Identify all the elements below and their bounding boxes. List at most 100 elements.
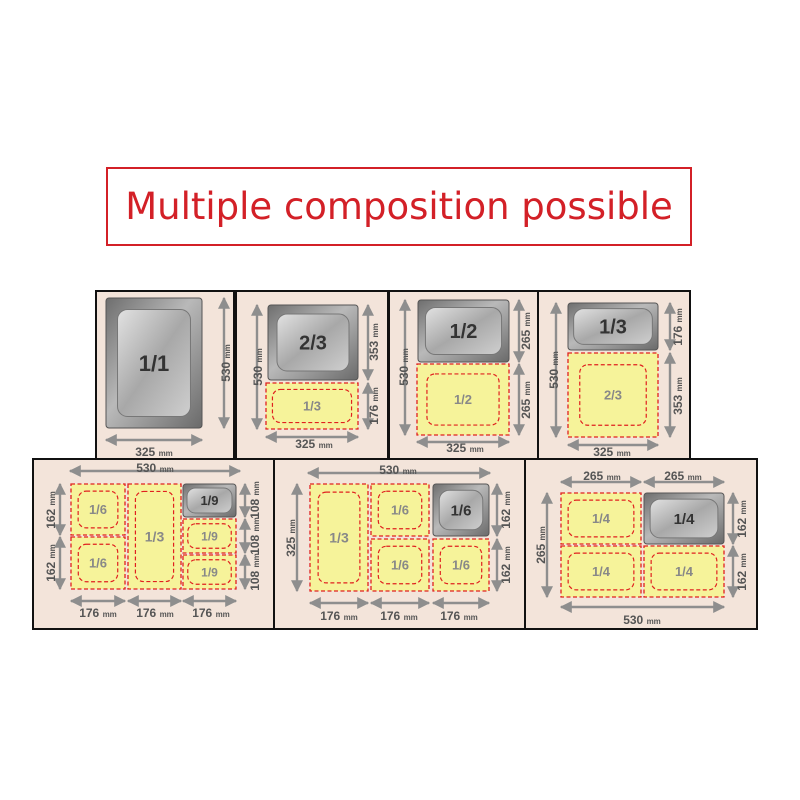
title-text: Multiple composition possible xyxy=(125,185,673,228)
pan-ninths-ninth-bottom-inner xyxy=(187,559,232,585)
dim-sixths-bottom-2: 176 mm xyxy=(380,609,418,623)
pan-sixths-bottom-right-outer xyxy=(432,538,490,592)
dim-ninths-right-3-unit: mm xyxy=(252,553,261,567)
pan-sixths-bottom-mid-outer xyxy=(370,538,430,592)
dim-half-top: 265 mm xyxy=(519,312,533,350)
pan-ninths-sixth-top-outer xyxy=(70,483,126,536)
dim-quarters-top-1-unit: mm xyxy=(607,473,621,482)
dim-full-height-unit: mm xyxy=(223,344,232,358)
dim-third-width-unit: mm xyxy=(617,449,631,458)
pan-full-steel-label: 1/1 xyxy=(139,351,170,376)
dim-sixths-left: 325 mm xyxy=(284,519,298,557)
dim-half-height: 530 mm xyxy=(397,348,411,386)
pan-third-steel: 1/3 xyxy=(567,302,659,351)
dim-half-width: 325 mm xyxy=(446,441,484,455)
pan-ninths-ninth-mid-label: 1/9 xyxy=(201,529,218,543)
dim-ninths-width-unit: mm xyxy=(160,465,174,474)
pan-sixths-bottom-right-label: 1/6 xyxy=(452,558,470,573)
dim-two-thirds-top: 353 mm xyxy=(367,323,381,361)
dim-full-height: 530 mm xyxy=(219,344,233,382)
dim-sixths-right-top-text: 162 mm xyxy=(499,491,513,529)
pan-ninths-ninth-mid: 1/9 xyxy=(182,518,237,554)
dim-quarters-right-bottom-unit: mm xyxy=(739,553,748,567)
dim-two-thirds-width: 325 mm xyxy=(295,437,333,451)
dim-ninths-right-3-text: 108 mm xyxy=(248,553,262,591)
pan-quarters-bottom-right-inner xyxy=(650,552,718,591)
dim-two-thirds-width-text: 325 mm xyxy=(295,437,333,451)
dim-sixths-bottom-1-unit: mm xyxy=(344,613,358,622)
pan-two-thirds-steel-well xyxy=(276,313,350,372)
dim-sixths-right-bottom-text: 162 mm xyxy=(499,546,513,584)
dim-half-width-text: 325 mm xyxy=(446,441,484,455)
dim-third-width-text: 325 mm xyxy=(593,445,631,459)
dim-sixths-bottom-1: 176 mm xyxy=(320,609,358,623)
pan-ninths-ninth-steel-well xyxy=(186,487,233,514)
pan-two-thirds-yellow-outer xyxy=(265,382,359,430)
pan-sixths-bottom-mid-label: 1/6 xyxy=(391,558,409,573)
pan-ninths-ninth-bottom-label: 1/9 xyxy=(201,565,218,579)
pan-sixths-top-mid: 1/6 xyxy=(370,483,430,537)
pan-ninths-sixth-top-label: 1/6 xyxy=(89,502,107,517)
pan-quarters-bottom-right: 1/4 xyxy=(643,545,725,598)
pan-sixths-top-mid-outer xyxy=(370,483,430,537)
pan-ninths-sixth-bottom-label: 1/6 xyxy=(89,556,107,571)
dim-two-thirds-bottom-text: 176 mm xyxy=(367,387,381,425)
dim-ninths-left-top-text: 162 mm xyxy=(44,491,58,529)
pan-sixths-bottom-right: 1/6 xyxy=(432,538,490,592)
dim-quarters-left-unit: mm xyxy=(538,526,547,540)
pan-sixths-third-outer xyxy=(309,483,369,592)
dim-sixths-right-top-unit: mm xyxy=(503,491,512,505)
pan-quarters-bottom-left-inner xyxy=(567,552,635,591)
dim-sixths-bottom-2-unit: mm xyxy=(404,613,418,622)
dim-quarters-left: 265 mm xyxy=(534,526,548,564)
pan-two-thirds-steel: 2/3 xyxy=(267,304,359,381)
dim-half-top-text: 265 mm xyxy=(519,312,533,350)
dim-ninths-bottom-1-unit: mm xyxy=(103,610,117,619)
dim-third-bottom-unit: mm xyxy=(675,377,684,391)
dim-full-width-text: 325 mm xyxy=(135,445,173,459)
pan-ninths-sixth-top-inner xyxy=(77,490,119,529)
pan-ninths-ninth-steel: 1/9 xyxy=(182,483,237,518)
pan-quarters-top-left-outer xyxy=(560,492,642,545)
dim-ninths-right-3: 108 mm xyxy=(248,553,262,591)
pan-quarters-steel: 1/4 xyxy=(643,492,725,545)
dim-full-width: 325 mm xyxy=(135,445,173,459)
pan-half-yellow-label: 1/2 xyxy=(454,392,472,407)
dim-half-bottom-text: 265 mm xyxy=(519,381,533,419)
dim-two-thirds-width-unit: mm xyxy=(319,441,333,450)
pan-ninths-sixth-bottom-outer xyxy=(70,536,126,590)
dim-ninths-right-1-unit: mm xyxy=(252,481,261,495)
pan-quarters-bottom-right-label: 1/4 xyxy=(675,564,694,579)
dim-quarters-right-top-unit: mm xyxy=(739,500,748,514)
dim-two-thirds-height: 530 mm xyxy=(251,348,265,386)
pan-ninths-ninth-mid-inner xyxy=(187,523,232,549)
dim-half-bottom-unit: mm xyxy=(523,381,532,395)
pan-ninths-sixth-bottom-inner xyxy=(77,543,119,583)
pan-quarters-bottom-left: 1/4 xyxy=(560,545,642,598)
pan-full-steel-well xyxy=(117,309,191,417)
pan-third-steel-label: 1/3 xyxy=(599,317,627,339)
pan-sixths-bottom-right-inner xyxy=(439,545,483,585)
dim-quarters-right-bottom-text: 162 mm xyxy=(735,553,749,591)
pan-two-thirds-yellow-inner xyxy=(271,388,353,424)
dim-sixths-bottom-2-text: 176 mm xyxy=(380,609,418,623)
dim-quarters-top-1-text: 265 mm xyxy=(583,469,621,483)
dim-third-top-unit: mm xyxy=(675,308,684,322)
pan-sixths-top-mid-inner xyxy=(377,490,423,530)
dim-third-height-text: 530 mm xyxy=(547,351,561,389)
pan-sixths-third-inner xyxy=(317,491,361,584)
dim-two-thirds-height-unit: mm xyxy=(255,348,264,362)
pan-quarters-bottom-left-outer xyxy=(560,545,642,598)
pan-third-yellow-label: 2/3 xyxy=(604,388,622,403)
pan-ninths-sixth-top: 1/6 xyxy=(70,483,126,536)
pan-quarters-top-left: 1/4 xyxy=(560,492,642,545)
dim-quarters-left-text: 265 mm xyxy=(534,526,548,564)
pan-sixths-steel-well xyxy=(438,489,484,531)
dim-ninths-right-2-unit: mm xyxy=(252,517,261,531)
dim-quarters-top-2-unit: mm xyxy=(688,473,702,482)
dim-sixths-bottom-3: 176 mm xyxy=(440,609,478,623)
dim-third-top: 176 mm xyxy=(671,308,685,346)
pan-sixths-third-label: 1/3 xyxy=(329,530,349,546)
pan-sixths-bottom-mid: 1/6 xyxy=(370,538,430,592)
dim-ninths-left-bottom-text: 162 mm xyxy=(44,544,58,582)
